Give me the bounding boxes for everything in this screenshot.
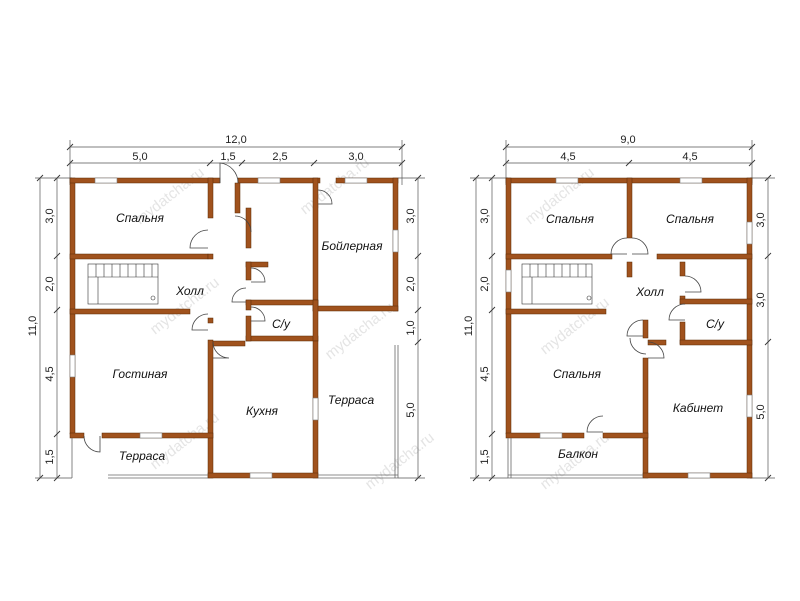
floor-2-balcony-railings	[507, 438, 643, 479]
room-label-hall: Холл	[175, 284, 204, 298]
floor-1-width-segment: 5,0	[132, 151, 147, 163]
door	[629, 337, 647, 355]
watermark: mydatcha.ru	[297, 154, 373, 218]
room-label-bedroom: Спальня	[553, 367, 601, 381]
window	[746, 221, 753, 245]
floor-1-top-dimensions: 12,0 5,0 1,5 2,5 3,0	[66, 134, 406, 185]
entry-door	[219, 162, 239, 184]
window	[392, 229, 399, 253]
floor-1-right-segment: 3,0	[405, 208, 417, 223]
room-label-wc: С/у	[272, 317, 291, 331]
door	[191, 313, 209, 331]
floor-2-plan: 9,0 4,5 4,5 11,0 3,0 2,0 4,5 1,5	[463, 134, 775, 482]
floor-1-depth-total: 11,0	[27, 316, 39, 337]
window	[746, 394, 753, 418]
door	[212, 341, 230, 359]
room-label-bedroom: Спальня	[666, 212, 714, 226]
door	[631, 237, 649, 255]
floor-1-depth-segment: 2,0	[44, 276, 56, 291]
floor-1-windows	[69, 177, 399, 479]
room-label-hall: Холл	[635, 285, 664, 299]
window	[257, 177, 281, 184]
door	[647, 341, 665, 359]
floor-2-doors	[586, 237, 702, 433]
floor-1-width-segment: 2,5	[272, 151, 287, 163]
floor-1-room-labels: Спальня Холл Бойлерная С/у Гостиная Кухн…	[113, 211, 384, 463]
floor-1-depth-segment: 4,5	[44, 366, 56, 381]
floor-2-staircase	[521, 263, 593, 305]
window	[249, 472, 273, 479]
floor-2-right-segment: 5,0	[755, 404, 767, 419]
room-label-kitchen: Кухня	[246, 404, 279, 418]
door	[684, 275, 702, 293]
window	[679, 177, 703, 184]
room-label-terrace: Терраса	[119, 449, 166, 463]
floor-2-top-dimensions: 9,0 4,5 4,5	[502, 134, 756, 185]
watermark: mydatcha.ru	[537, 429, 613, 493]
window	[69, 354, 76, 378]
floor-1-width-segment: 1,5	[220, 151, 235, 163]
room-label-boiler-room: Бойлерная	[322, 239, 384, 253]
watermark: mydatcha.ru	[537, 294, 613, 358]
room-label-terrace: Терраса	[328, 393, 375, 407]
terrace-door	[83, 435, 101, 453]
room-label-wc: С/у	[706, 317, 725, 331]
floor-1-width-total: 12,0	[225, 134, 246, 146]
floor-2-depth-segment: 3,0	[479, 208, 491, 223]
floor-1-right-segment: 1,0	[405, 320, 417, 335]
floor-2-right-segment: 3,0	[755, 292, 767, 307]
window	[555, 177, 579, 184]
room-label-balcony: Балкон	[558, 447, 598, 461]
floor-1-depth-segment: 3,0	[44, 208, 56, 223]
window	[94, 177, 118, 184]
floor-2-left-dimensions: 11,0 3,0 2,0 4,5 1,5	[463, 174, 508, 482]
floor-1-left-dimensions: 11,0 3,0 2,0 4,5 1,5	[27, 174, 72, 482]
window	[344, 177, 368, 184]
room-label-bedroom: Спальня	[546, 212, 594, 226]
floor-2-depth-segment: 4,5	[479, 366, 491, 381]
room-label-living-room: Гостиная	[113, 367, 168, 381]
window	[139, 432, 163, 439]
floor-2-windows	[505, 177, 753, 479]
floor-1-plan: 12,0 5,0 1,5 2,5 3,0 11,0 3,0 2,0 4,5 1,…	[27, 134, 425, 482]
balcony-door	[586, 415, 604, 433]
watermarks: mydatcha.ru mydatcha.ru mydatcha.ru myda…	[132, 154, 613, 493]
floor-1-terrace-railings	[71, 345, 399, 479]
floor-1-right-segment: 5,0	[405, 402, 417, 417]
door	[668, 303, 686, 321]
floor-2-right-dimensions: 3,0 3,0 5,0	[750, 174, 775, 482]
watermark: mydatcha.ru	[362, 429, 438, 493]
window	[505, 269, 512, 293]
window	[312, 397, 319, 421]
door	[234, 215, 252, 233]
window	[687, 472, 711, 479]
floor-1-right-segment: 2,0	[405, 276, 417, 291]
floor-1-width-segment: 3,0	[348, 151, 363, 163]
door	[231, 287, 247, 303]
room-label-bedroom: Спальня	[116, 211, 164, 225]
floor-2-room-labels: Спальня Спальня Холл С/у Спальня Кабинет…	[546, 212, 725, 461]
window	[539, 432, 563, 439]
floor-1-right-dimensions: 3,0 2,0 1,0 5,0	[398, 174, 425, 482]
door	[610, 237, 628, 255]
floor-2-width-segment: 4,5	[682, 151, 697, 163]
door	[250, 306, 266, 322]
floor-1-doors	[83, 162, 333, 453]
floor-2-right-segment: 3,0	[755, 212, 767, 227]
floor-2-width-total: 9,0	[620, 134, 635, 146]
door	[250, 267, 266, 283]
door	[626, 319, 644, 337]
door	[317, 189, 333, 205]
floor-2-depth-segment: 1,5	[479, 449, 491, 464]
floor-2-width-segment: 4,5	[560, 151, 575, 163]
floor-1-depth-segment: 1,5	[44, 449, 56, 464]
room-label-office: Кабинет	[673, 401, 723, 415]
floor-2-depth-total: 11,0	[463, 316, 475, 337]
door	[189, 229, 209, 249]
floor-2-depth-segment: 2,0	[479, 276, 491, 291]
floor-1-staircase	[87, 263, 159, 305]
